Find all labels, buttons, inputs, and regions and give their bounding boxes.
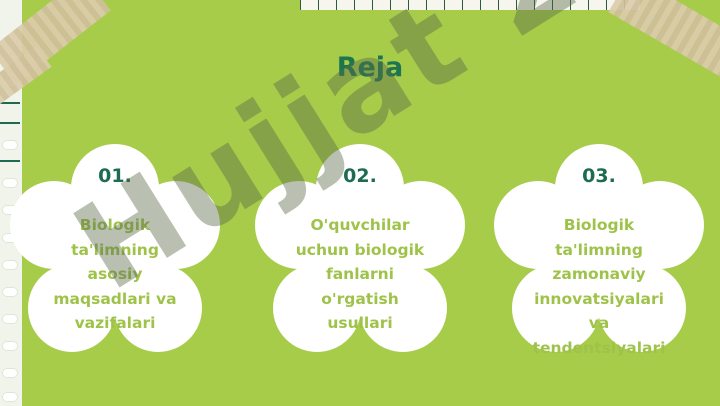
binding-line	[0, 160, 20, 162]
description-line: zamonaviy	[552, 265, 646, 283]
grid-paper-strip	[300, 0, 640, 10]
plan-item-card-3: 03. Biologik ta'limning zamonaviy innova…	[474, 140, 720, 360]
item-number: 02.	[343, 165, 377, 187]
description-line: maqsadlari va	[53, 289, 177, 308]
plan-item-card-1: 01. Biologik ta'limning asosiy maqsadlar…	[0, 140, 240, 360]
binding-hole	[2, 368, 18, 378]
description-line: O'quvchilar	[310, 216, 410, 234]
description-line: Biologik	[563, 216, 635, 234]
plan-item-card-2: 02. O'quvchilar uchun biologik fanlarni …	[235, 140, 485, 360]
description-line: vazifalari	[74, 314, 156, 332]
binding-hole	[2, 205, 18, 215]
binding-hole	[2, 392, 18, 402]
binding-hole	[2, 178, 18, 188]
binding-hole	[2, 314, 18, 324]
item-number: 03.	[582, 165, 616, 187]
description-line: usullari	[327, 314, 393, 332]
description-line: tendentsiyalari	[532, 338, 666, 357]
binding-line	[0, 102, 20, 104]
item-description: Biologik ta'limning asosiy maqsadlari va…	[35, 213, 195, 336]
item-number: 01.	[98, 165, 132, 187]
binding-line	[0, 122, 20, 124]
description-line: fanlarni	[325, 265, 394, 283]
item-description: Biologik ta'limning zamonaviy innovatsiy…	[519, 213, 679, 360]
flower-shape	[10, 144, 220, 352]
binding-hole	[2, 140, 18, 150]
description-line: uchun biologik	[295, 240, 425, 259]
slide-title: Reja	[336, 52, 404, 83]
description-line: ta'limning	[555, 240, 643, 259]
item-description: O'quvchilar uchun biologik fanlarni o'rg…	[280, 213, 440, 336]
binding-hole	[2, 260, 18, 270]
binding-hole	[2, 287, 18, 297]
binding-hole	[2, 233, 18, 243]
description-line: asosiy	[87, 265, 143, 283]
description-line: Biologik	[79, 216, 151, 234]
description-line: o'rgatish	[321, 289, 399, 308]
flower-shape	[494, 144, 704, 352]
description-line: ta'limning	[71, 240, 159, 259]
description-line: innovatsiyalari	[534, 289, 664, 308]
flower-shape	[255, 144, 465, 352]
binding-hole	[2, 341, 18, 351]
description-line: va	[588, 314, 610, 332]
notebook-binding-edge	[0, 0, 22, 406]
